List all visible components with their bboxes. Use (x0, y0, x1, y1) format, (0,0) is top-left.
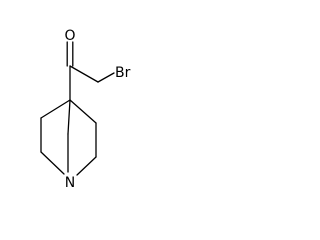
atom-nitrogen-label: N (65, 175, 75, 191)
bond-cage-right-3 (76, 156, 97, 176)
bond-carbonyl-ch2 (69, 65, 99, 83)
molecule-structure: O Br N (40, 28, 131, 191)
bond-cage-middle-1 (67, 99, 71, 135)
bond-cage-right-1 (69, 99, 97, 124)
atom-oxygen-label: O (64, 28, 75, 44)
atom-bromine-label: Br (115, 65, 131, 81)
bond-cage-left-3 (40, 151, 65, 175)
bond-cage-left-1 (40, 99, 71, 119)
bond-ch2-br (97, 72, 115, 83)
